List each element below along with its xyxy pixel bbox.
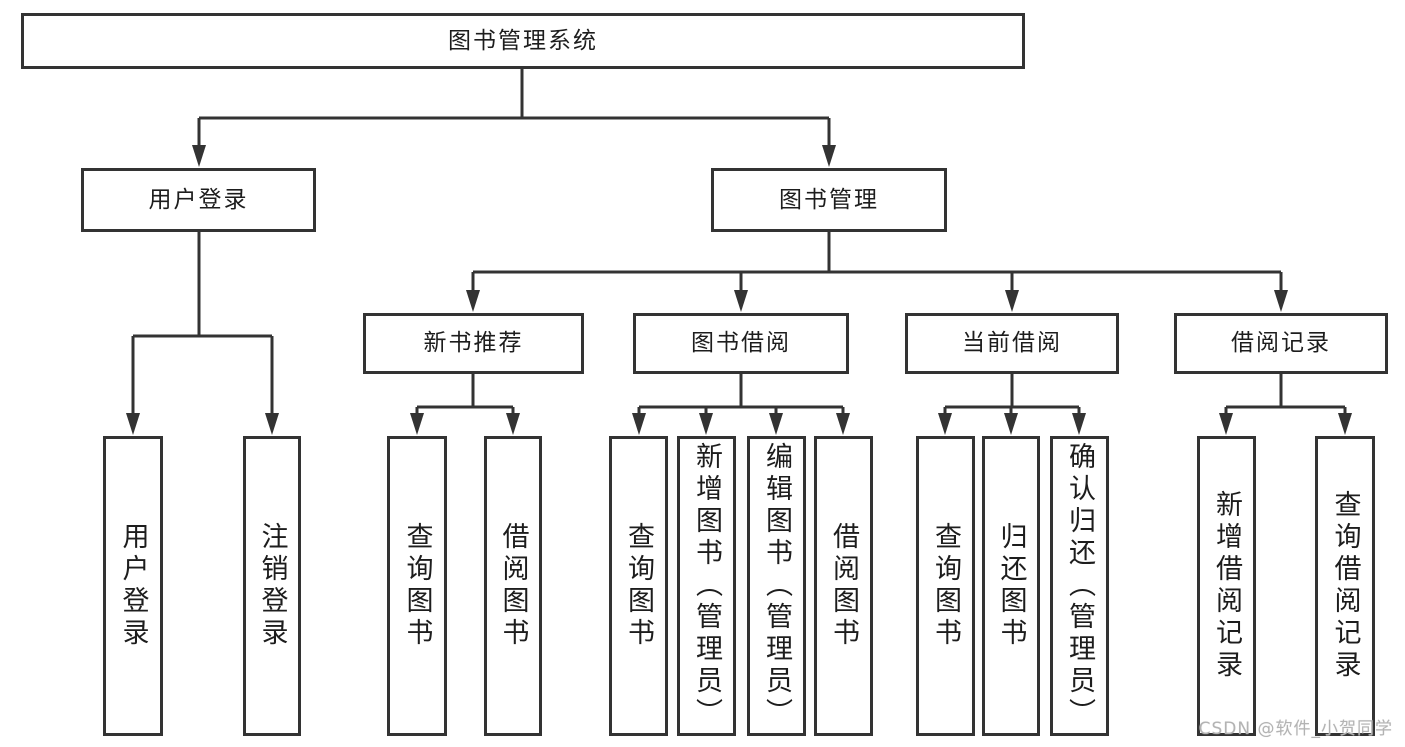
leaf-borrow-add-books-admin: 新增图书（管理员） [677, 436, 736, 736]
node-book-management-label: 图书管理 [779, 186, 879, 213]
node-current-borrow-label: 当前借阅 [962, 330, 1062, 356]
leaf-current-confirm-return-admin: 确认归还（管理员） [1050, 436, 1109, 736]
leaf-user-login-label: 用户登录 [117, 522, 149, 650]
leaf-borrow-edit-books-admin-label: 编辑图书（管理员） [761, 442, 792, 730]
node-new-book-recommend-label: 新书推荐 [423, 330, 524, 356]
node-user-login-group-label: 用户登录 [148, 186, 249, 213]
node-root: 图书管理系统 [21, 13, 1025, 69]
node-current-borrow: 当前借阅 [905, 313, 1119, 374]
leaf-newrec-borrow-books: 借阅图书 [484, 436, 542, 736]
node-book-management: 图书管理 [711, 168, 947, 232]
leaf-newrec-borrow-books-label: 借阅图书 [497, 522, 529, 650]
node-borrow-records-label: 借阅记录 [1231, 330, 1331, 356]
node-new-book-recommend: 新书推荐 [363, 313, 584, 374]
leaf-current-query-books-label: 查询图书 [930, 522, 961, 650]
leaf-borrow-borrow-books-label: 借阅图书 [828, 522, 859, 650]
leaf-records-add-record-label: 新增借阅记录 [1211, 490, 1242, 682]
leaf-newrec-query-books: 查询图书 [387, 436, 447, 736]
leaf-current-return-books: 归还图书 [982, 436, 1040, 736]
leaf-borrow-query-books-label: 查询图书 [623, 522, 654, 650]
leaf-newrec-query-books-label: 查询图书 [401, 522, 433, 650]
leaf-logout-label: 注销登录 [256, 522, 288, 650]
leaf-borrow-edit-books-admin: 编辑图书（管理员） [747, 436, 806, 736]
leaf-borrow-query-books: 查询图书 [609, 436, 668, 736]
leaf-borrow-borrow-books: 借阅图书 [814, 436, 873, 736]
node-root-label: 图书管理系统 [448, 27, 598, 54]
node-book-borrow-label: 图书借阅 [691, 330, 791, 356]
node-book-borrow: 图书借阅 [633, 313, 849, 374]
node-user-login-group: 用户登录 [81, 168, 316, 232]
leaf-borrow-add-books-admin-label: 新增图书（管理员） [691, 442, 722, 730]
leaf-records-query-record-label: 查询借阅记录 [1329, 490, 1361, 682]
leaf-current-return-books-label: 归还图书 [995, 522, 1027, 650]
node-borrow-records: 借阅记录 [1174, 313, 1388, 374]
leaf-current-query-books: 查询图书 [916, 436, 975, 736]
leaf-records-query-record: 查询借阅记录 [1315, 436, 1375, 736]
leaf-records-add-record: 新增借阅记录 [1197, 436, 1256, 736]
watermark: CSDN @软件_小贺同学 [1198, 719, 1393, 739]
leaf-user-login: 用户登录 [103, 436, 163, 736]
leaf-logout: 注销登录 [243, 436, 301, 736]
leaf-current-confirm-return-admin-label: 确认归还（管理员） [1064, 442, 1095, 730]
